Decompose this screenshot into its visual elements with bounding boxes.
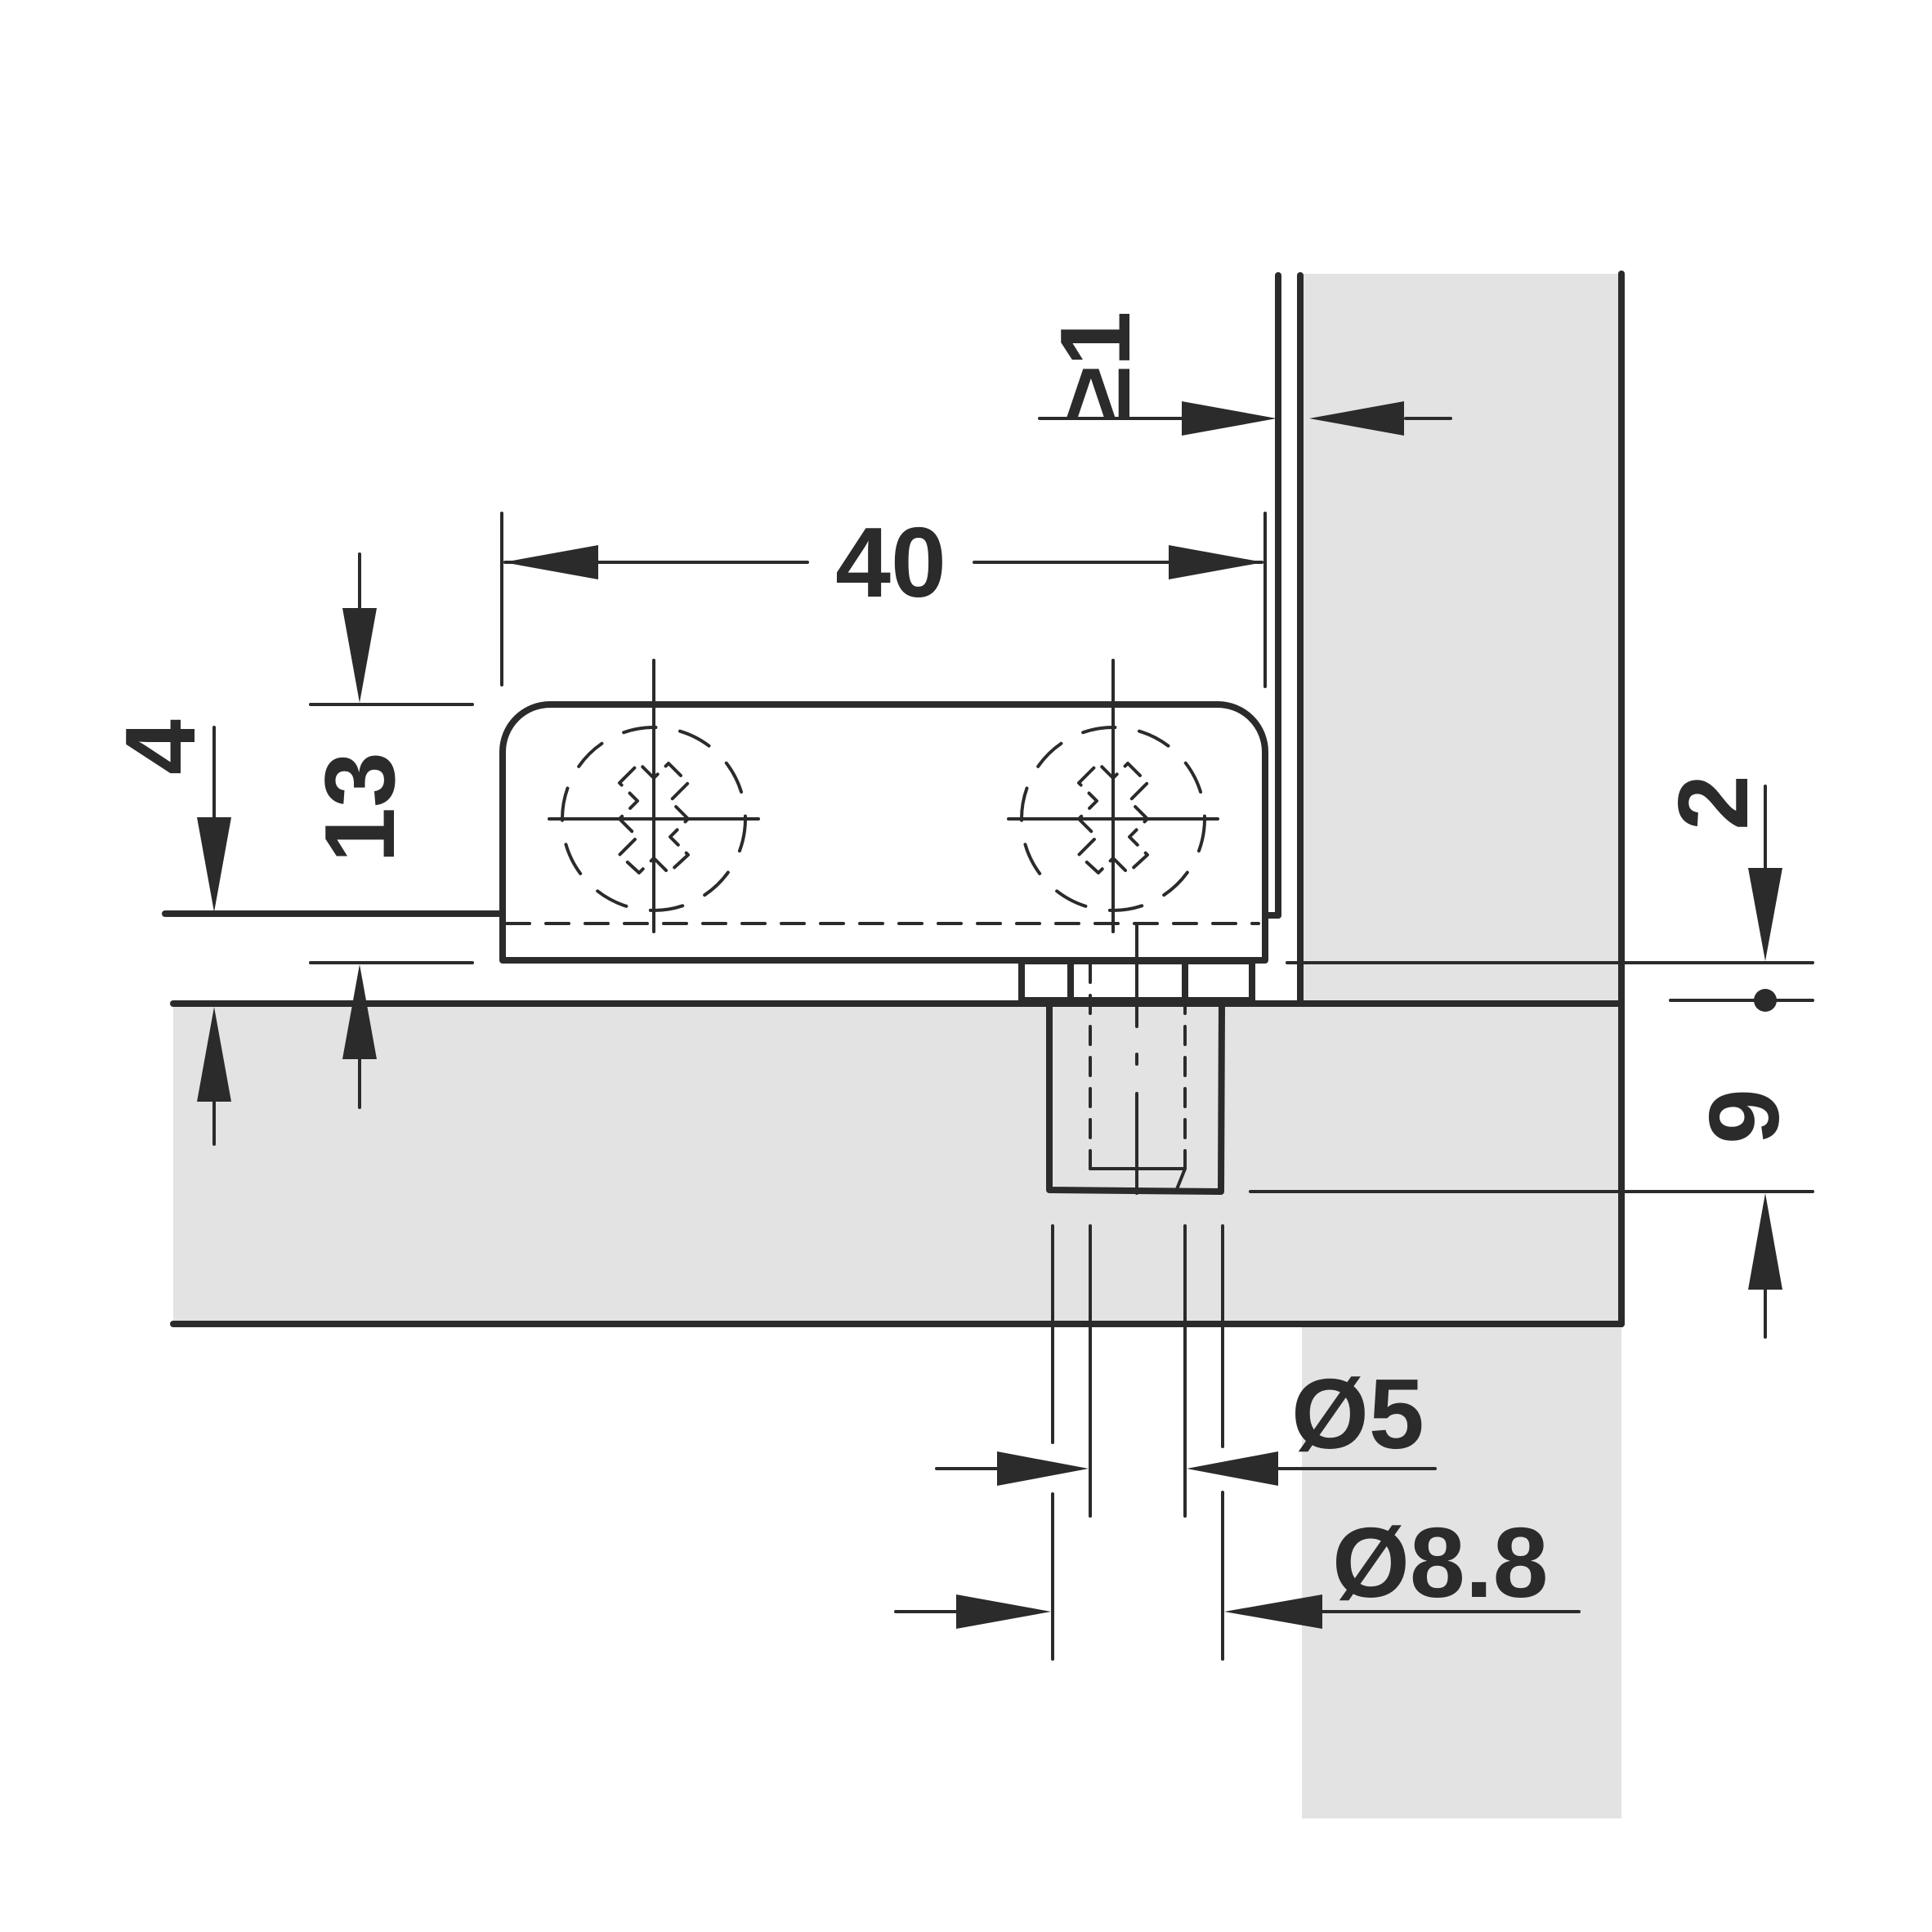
screw-mark-left (548, 659, 760, 933)
screw-mark-right (1007, 659, 1219, 933)
mounting-plate-outline (499, 701, 1268, 964)
dimension-40: 40 (500, 507, 1267, 688)
drill-hole (1046, 922, 1225, 1195)
dimension-9: 9 (1249, 1089, 1814, 1339)
panel-outlines (170, 271, 1625, 1327)
cabinet-base-panel (173, 1004, 1621, 1325)
dimension-9-label: 9 (1688, 1089, 1800, 1144)
dimension-dia-5: Ø5 (935, 1224, 1437, 1518)
dimension-2-label: 2 (1657, 775, 1769, 830)
mounting-plate (499, 701, 1268, 1004)
dimension-dia-8-8-label: Ø8.8 (1332, 1507, 1549, 1618)
dimension-13-label: 13 (304, 752, 415, 863)
dimension-4-label: 4 (105, 719, 216, 775)
dimension-4: 4 (105, 719, 502, 1146)
dimension-40-label: 40 (835, 507, 946, 618)
dimension-dia-8-8: Ø8.8 (894, 1224, 1581, 1661)
panels (173, 274, 1621, 1818)
dimension-2: 2 (1286, 775, 1814, 1012)
dimension-13: 13 (304, 552, 474, 1109)
dimension-min-1: ≥1 (1038, 311, 1452, 436)
dimension-min-1-label: ≥1 (1040, 311, 1151, 422)
dimension-dia-5-label: Ø5 (1291, 1358, 1424, 1469)
